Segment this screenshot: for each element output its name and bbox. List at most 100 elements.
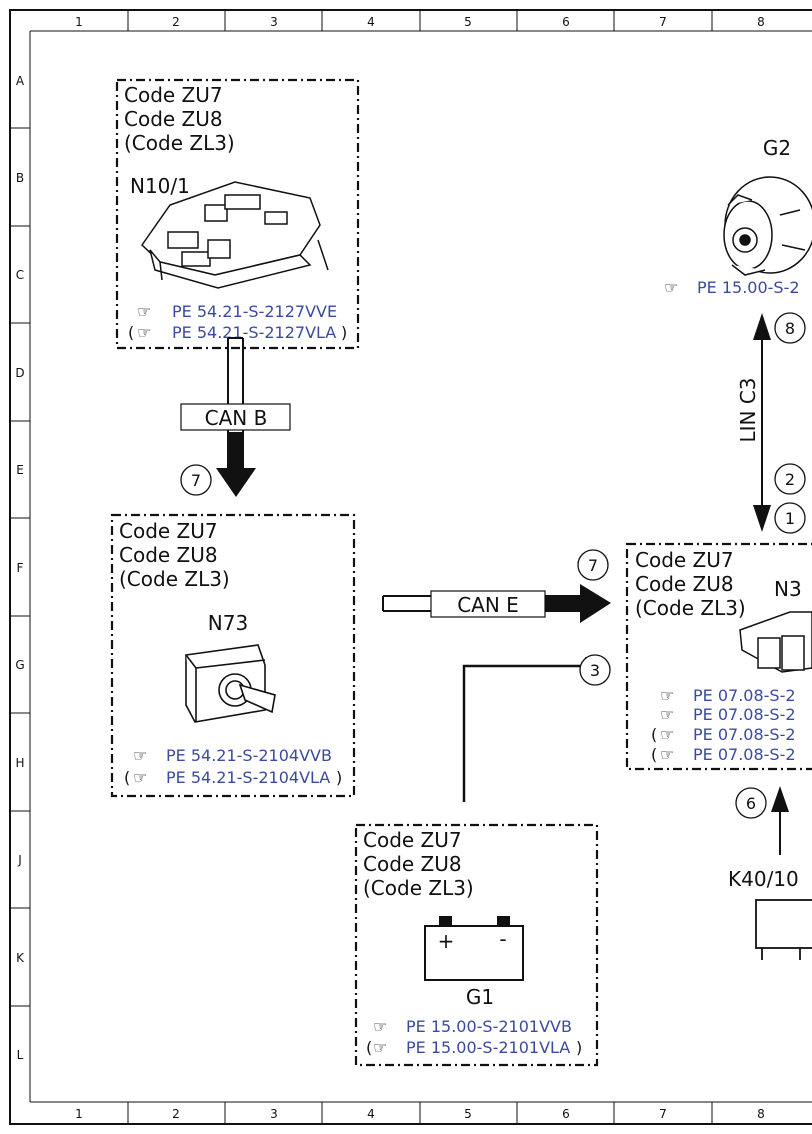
arrow-head-down [753, 505, 771, 532]
column-labels-top: 1 2 3 4 5 6 7 8 [75, 15, 765, 29]
plus-terminal: + [438, 929, 455, 953]
outer-frame [9, 9, 812, 1125]
component-n3: Code ZU7 Code ZU8 (Code ZL3) N3 ☞ PE 07.… [625, 542, 812, 771]
hand-icon: ☞ [373, 1017, 387, 1036]
hand-icon: ☞ [373, 1038, 387, 1057]
col-label: 4 [367, 15, 375, 29]
reference-link[interactable]: PE 54.21-S-2127VLA [172, 323, 336, 342]
col-label: 7 [659, 15, 667, 29]
reference-link[interactable]: PE 15.00-S-2101VVB [406, 1017, 572, 1036]
col-label: 7 [659, 1107, 667, 1121]
svg-text:(: ( [366, 1038, 372, 1057]
row-label: G [15, 658, 24, 672]
component-name: N3 [774, 577, 802, 601]
hand-icon: ☞ [137, 323, 151, 342]
reference-link[interactable]: PE 07.08-S-2 [693, 705, 796, 724]
row-labels: A B C D E F G H J K L [15, 74, 25, 1062]
col-label: 1 [75, 15, 83, 29]
reference-link[interactable]: PE 54.21-S-2127VVE [172, 302, 337, 321]
marker-number: 1 [785, 509, 795, 528]
reference-link[interactable]: PE 54.21-S-2104VLA [166, 768, 330, 787]
marker-number: 7 [191, 471, 201, 490]
component-name: N73 [208, 611, 248, 635]
marker-number: 7 [588, 556, 598, 575]
code-label: Code ZU8 [119, 543, 218, 567]
col-label: 2 [172, 15, 180, 29]
bus-label: CAN E [457, 593, 519, 617]
can-b-connection: CAN B [180, 337, 291, 497]
marker-circle [579, 654, 611, 686]
code-label: (Code ZL3) [363, 876, 474, 900]
component-name: N10/1 [130, 174, 190, 198]
arrow-head [216, 468, 256, 497]
reference-list: ☞ PE 54.21-S-2127VVE ( ☞ PE 54.21-S-2127… [128, 302, 347, 342]
component-name: K40/10 [728, 867, 799, 891]
reference-link[interactable]: PE 07.08-S-2 [693, 745, 796, 764]
svg-text:): ) [341, 323, 347, 342]
col-label: 8 [757, 15, 765, 29]
row-label: L [17, 1048, 24, 1062]
alternator-icon [723, 176, 812, 276]
row-label: E [16, 463, 24, 477]
reference-link[interactable]: PE 54.21-S-2104VVB [166, 746, 332, 765]
hand-icon: ☞ [137, 302, 151, 321]
hand-icon: ☞ [660, 745, 674, 764]
col-label: 3 [270, 15, 278, 29]
marker-number: 2 [785, 470, 795, 489]
reference-link[interactable]: PE 15.00-S-2 [697, 278, 800, 297]
marker-circle [774, 312, 806, 344]
svg-text:): ) [576, 1038, 582, 1057]
col-label: 5 [464, 1107, 472, 1121]
svg-text:(: ( [651, 745, 657, 764]
col-label: 5 [464, 15, 472, 29]
component-g2: G2 ☞ PE 15.00-S-2 [664, 136, 812, 297]
arrow-head-up [771, 786, 789, 812]
hand-icon: ☞ [133, 768, 147, 787]
column-labels-bottom: 1 2 3 4 5 6 7 8 [75, 1107, 765, 1121]
marker-number: 3 [590, 661, 600, 680]
col-label: 8 [757, 1107, 765, 1121]
component-g1: Code ZU7 Code ZU8 (Code ZL3) + - G1 ☞ PE… [354, 823, 599, 1067]
reference-link[interactable]: PE 07.08-S-2 [693, 686, 796, 705]
ignition-switch-icon [185, 644, 276, 723]
bus-label: CAN B [205, 406, 268, 430]
battery-icon: + - [424, 916, 524, 981]
marker-circle [774, 463, 806, 495]
reference-list: ☞ PE 15.00-S-2101VVB ( ☞ PE 15.00-S-2101… [366, 1017, 582, 1057]
row-label: D [15, 366, 24, 380]
col-label: 6 [562, 1107, 570, 1121]
component-name: G1 [466, 985, 494, 1009]
code-label: Code ZU7 [124, 83, 223, 107]
code-label: Code ZU8 [363, 852, 462, 876]
hand-icon: ☞ [660, 705, 674, 724]
marker-circle [735, 787, 767, 819]
row-label: C [16, 268, 24, 282]
row-label: H [15, 756, 24, 770]
hand-icon: ☞ [664, 278, 678, 297]
bus-label-box [430, 590, 546, 618]
lin-c3-connection: LIN C3 [736, 313, 771, 532]
reference-list: ☞ PE 07.08-S-2 ☞ PE 07.08-S-2 ( ☞ PE 07.… [651, 686, 796, 764]
minus-terminal: - [499, 927, 506, 951]
svg-text:(: ( [124, 768, 130, 787]
col-label: 2 [172, 1107, 180, 1121]
engine-control-unit-icon [739, 611, 812, 673]
component-n73: Code ZU7 Code ZU8 (Code ZL3) N73 ☞ PE 54… [110, 513, 356, 798]
svg-text:(: ( [128, 323, 134, 342]
code-label: Code ZU7 [363, 828, 462, 852]
bus-label-box [180, 403, 291, 431]
row-label: J [17, 853, 22, 867]
col-label: 4 [367, 1107, 375, 1121]
code-label: Code ZU7 [635, 548, 734, 572]
code-label: (Code ZL3) [124, 131, 235, 155]
marker-circle [774, 502, 806, 534]
marker-number: 8 [785, 319, 795, 338]
marker-circle [577, 549, 609, 581]
bus-label: LIN C3 [736, 377, 760, 442]
code-label: (Code ZL3) [635, 596, 746, 620]
reference-link[interactable]: PE 15.00-S-2101VLA [406, 1038, 570, 1057]
can-e-connection: CAN E [382, 584, 611, 623]
relay-icon [755, 899, 812, 960]
reference-link[interactable]: PE 07.08-S-2 [693, 725, 796, 744]
